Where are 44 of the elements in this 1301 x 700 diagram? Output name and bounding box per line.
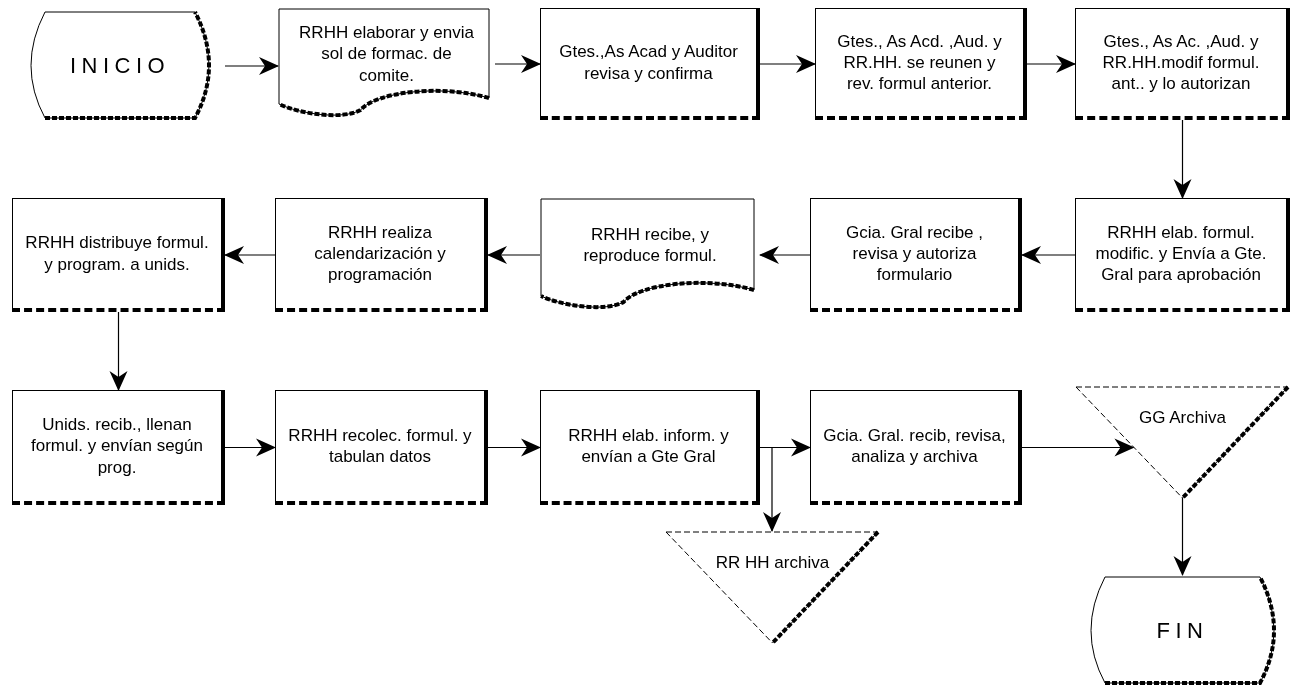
step-text: RRHH elab. formul. modific. y Envía a Gte. Gral para aprobación [1094, 221, 1268, 286]
archive-triangle [1075, 385, 1290, 500]
arrow [487, 246, 541, 264]
archive-triangle [665, 530, 880, 645]
arrow [1021, 246, 1076, 264]
step-text: RRHH recolec. formul. y tabulan datos [288, 424, 472, 468]
arrow [487, 438, 541, 457]
process-box [275, 390, 488, 505]
process-box [12, 390, 225, 505]
step-text: RRHH recibe, y reproduce formul. [582, 223, 718, 267]
arrow [1026, 55, 1076, 73]
arrow [494, 55, 541, 73]
step-text: Gtes.,As Acad y Auditor revisa y confirma [558, 41, 739, 84]
process-box [810, 198, 1022, 312]
step-text: Gtes., As Acd. ,Aud. y RR.HH. se reunen y rev. formul anterior. [836, 30, 1003, 95]
process-box [12, 198, 225, 312]
step-text: RRHH elaborar y envia sol de formac. de comite. [298, 22, 475, 86]
process-box [1075, 8, 1290, 120]
arrow [1173, 119, 1192, 199]
step-text: RRHH elab. inform. y envían a Gte Gral [567, 424, 730, 468]
step-text: RRHH distribuye formul. y program. a unids. [25, 232, 209, 275]
arrow [1173, 497, 1192, 576]
step-text: FIN [1156, 617, 1209, 645]
process-box [810, 390, 1022, 505]
step-text: Gcia. Gral. recib, revisa, analiza y archiva [823, 424, 1006, 468]
arrow [759, 246, 811, 264]
step-text: RR HH archiva [715, 551, 830, 574]
process-box [1075, 198, 1290, 312]
process-box [275, 198, 488, 312]
arrow [109, 311, 128, 391]
process-box [815, 8, 1027, 120]
step-text: INICIO [69, 52, 171, 80]
arrow [224, 246, 276, 264]
step-text: Gcia. Gral recibe , revisa y autoriza formulario [845, 221, 984, 286]
step-text: GG Archiva [1139, 406, 1226, 429]
process-box [540, 390, 760, 505]
arrow [224, 57, 279, 75]
process-box [540, 8, 760, 120]
arrow [759, 55, 816, 73]
step-text: Unids. recib., llenan formul. y envían según prog. [30, 414, 204, 478]
arrow [1021, 438, 1135, 457]
step-text: Gtes., As Ac. ,Aud. y RR.HH.modif formul. ant.. y lo autorizan [1101, 30, 1261, 95]
arrow [224, 438, 276, 457]
step-text: RRHH realiza calendarización y programación [313, 221, 447, 286]
